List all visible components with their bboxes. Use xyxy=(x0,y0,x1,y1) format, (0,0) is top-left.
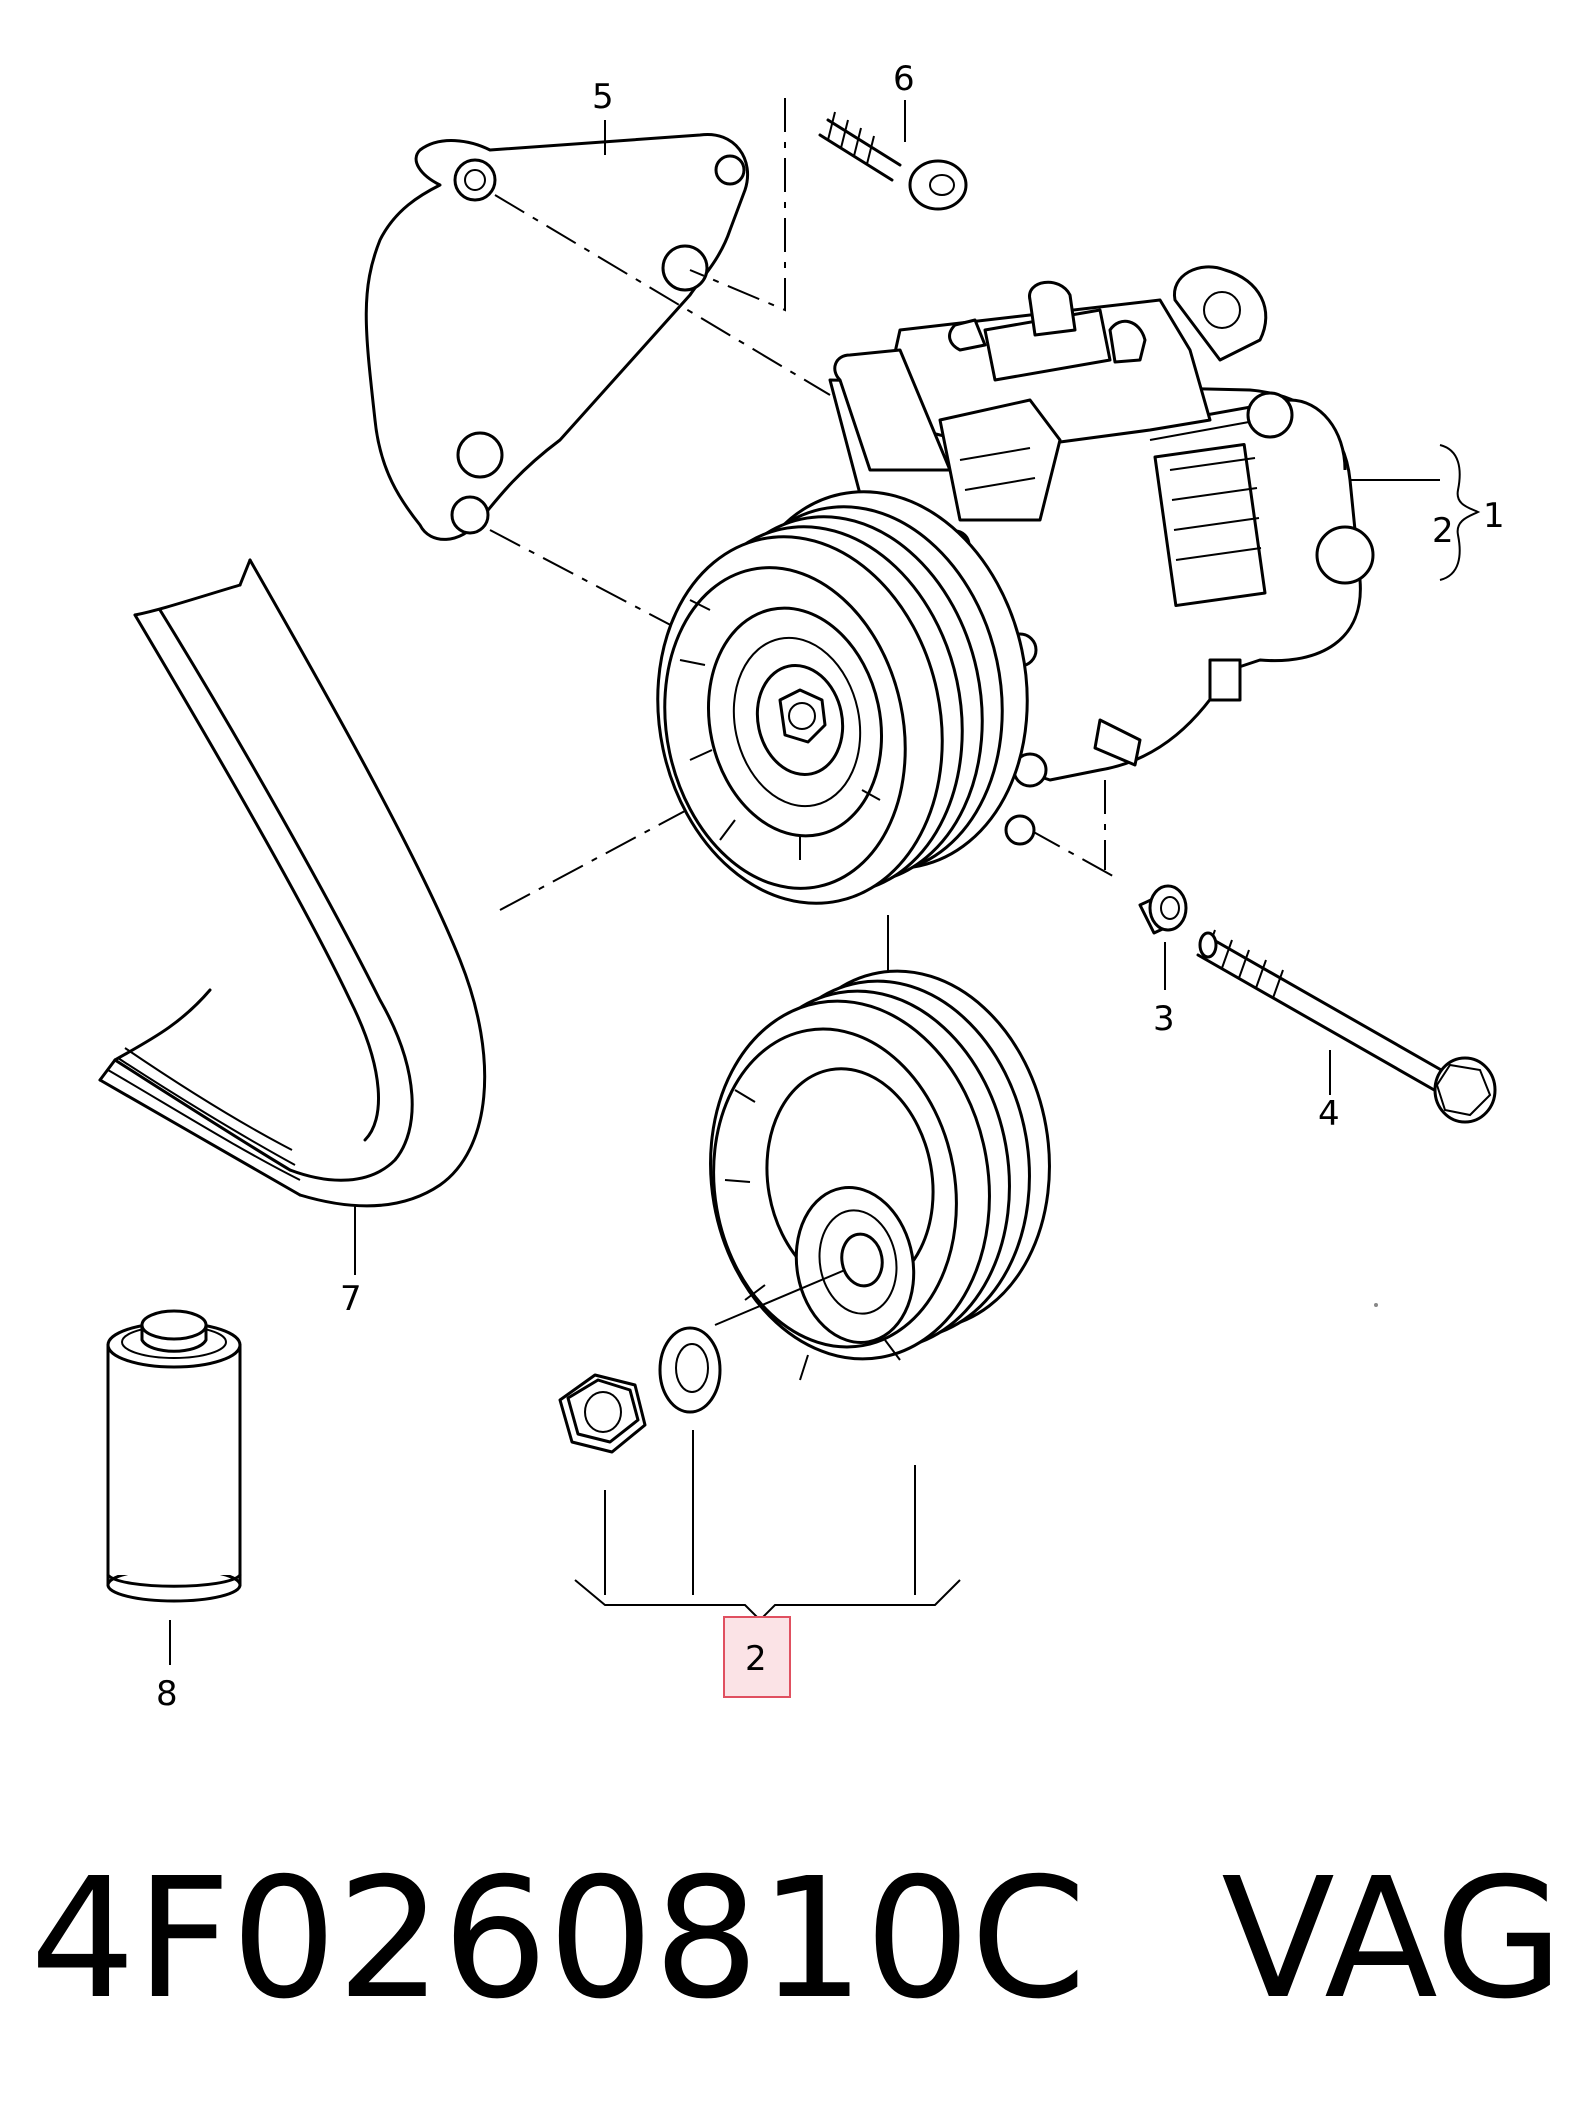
callout-2-lower: 2 xyxy=(745,1639,767,1679)
bushing xyxy=(1138,884,1188,990)
bolt-4 xyxy=(1196,929,1497,1124)
part-caption: 4F0260810C VAG xyxy=(30,1825,1570,2055)
callout-2-upper: 2 xyxy=(1432,511,1454,551)
washer xyxy=(658,1326,722,1595)
callout-1-bracket xyxy=(1350,444,1481,581)
oil-bottle xyxy=(106,1309,242,1665)
callout-2-group-bracket xyxy=(574,1579,961,1698)
callout-5: 5 xyxy=(592,77,614,117)
dot-marker xyxy=(1374,1303,1378,1307)
callout-2-highlight xyxy=(723,1616,791,1698)
drive-belt xyxy=(98,558,487,1275)
brand-name: VAG xyxy=(1221,1843,1564,2036)
bracket xyxy=(364,120,750,541)
clutch-pulley xyxy=(656,490,1029,1030)
callout-4: 4 xyxy=(1318,1094,1340,1134)
tensioner-pulley xyxy=(709,969,1051,1595)
callout-7: 7 xyxy=(340,1279,362,1319)
part-number: 4F0260810C xyxy=(30,1843,1087,2036)
callout-3: 3 xyxy=(1153,999,1175,1039)
exploded-parts-diagram: 7 5 6 xyxy=(98,59,1505,1714)
callout-1: 1 xyxy=(1483,496,1505,536)
nut xyxy=(558,1373,647,1595)
callout-6: 6 xyxy=(893,59,915,99)
bolt-6 xyxy=(818,100,968,211)
callout-8: 8 xyxy=(156,1674,178,1714)
